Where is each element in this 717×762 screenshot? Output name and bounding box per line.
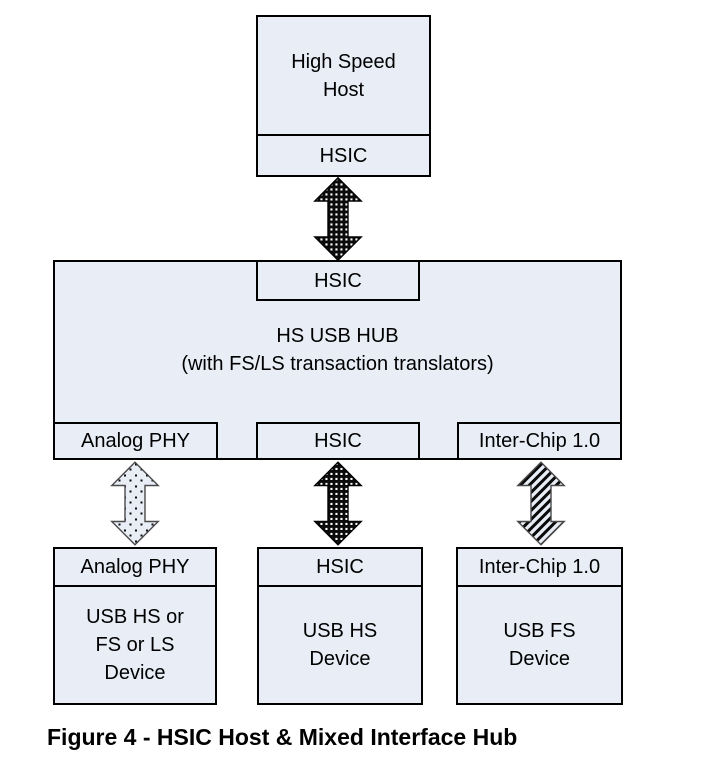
host-hsic-port: HSIC — [258, 134, 429, 175]
usb-fs-device-label: USB FS Device — [503, 620, 576, 670]
hub-interchip-port-label: Inter-Chip 1.0 — [478, 430, 601, 452]
host-title-area: High Speed Host — [258, 17, 429, 134]
usb-fs-device-port: Inter-Chip 1.0 — [458, 549, 621, 587]
hub-analog-phy-port-label: Analog PHY — [81, 430, 190, 452]
hub-hsic-downstream-port-label: HSIC — [314, 430, 362, 452]
hub-interchip-port: Inter-Chip 1.0 — [457, 422, 622, 460]
usb-hs-device-box: HSIC USB HS Device — [257, 547, 423, 705]
figure-caption: Figure 4 - HSIC Host & Mixed Interface H… — [47, 724, 518, 750]
hub-to-hsic-device-arrow — [313, 461, 363, 546]
hub-analog-phy-port: Analog PHY — [53, 422, 218, 460]
hub-hsic-upstream-port: HSIC — [256, 260, 420, 301]
hub-title-area: HS USB HUB (with FS/LS transaction trans… — [53, 298, 622, 402]
analog-phy-device-box: Analog PHY USB HS or FS or LS Device — [53, 547, 217, 705]
host-title: High Speed Host — [291, 50, 396, 101]
high-speed-host-box: High Speed Host HSIC — [256, 15, 431, 177]
hub-to-analog-device-arrow — [110, 461, 160, 546]
host-hsic-port-label: HSIC — [319, 144, 368, 167]
hub-to-interchip-device-arrow — [516, 461, 566, 546]
usb-fs-device-port-label: Inter-Chip 1.0 — [478, 556, 601, 578]
analog-phy-device-port: Analog PHY — [55, 549, 215, 587]
host-to-hub-arrow — [313, 176, 363, 262]
usb-hs-device-port-label: HSIC — [316, 556, 364, 578]
usb-hs-device-port: HSIC — [259, 549, 421, 587]
hub-hsic-upstream-port-label: HSIC — [314, 269, 362, 292]
usb-fs-device-body: USB FS Device — [458, 587, 621, 703]
hub-hsic-downstream-port: HSIC — [256, 422, 420, 460]
usb-hs-device-body: USB HS Device — [259, 587, 421, 703]
usb-fs-device-box: Inter-Chip 1.0 USB FS Device — [456, 547, 623, 705]
analog-phy-device-port-label: Analog PHY — [80, 556, 190, 578]
hub-title: HS USB HUB (with FS/LS transaction trans… — [181, 325, 494, 375]
usb-hs-device-label: USB HS Device — [302, 620, 378, 670]
analog-phy-device-label: USB HS or FS or LS Device — [86, 606, 184, 684]
analog-phy-device-body: USB HS or FS or LS Device — [55, 587, 215, 703]
